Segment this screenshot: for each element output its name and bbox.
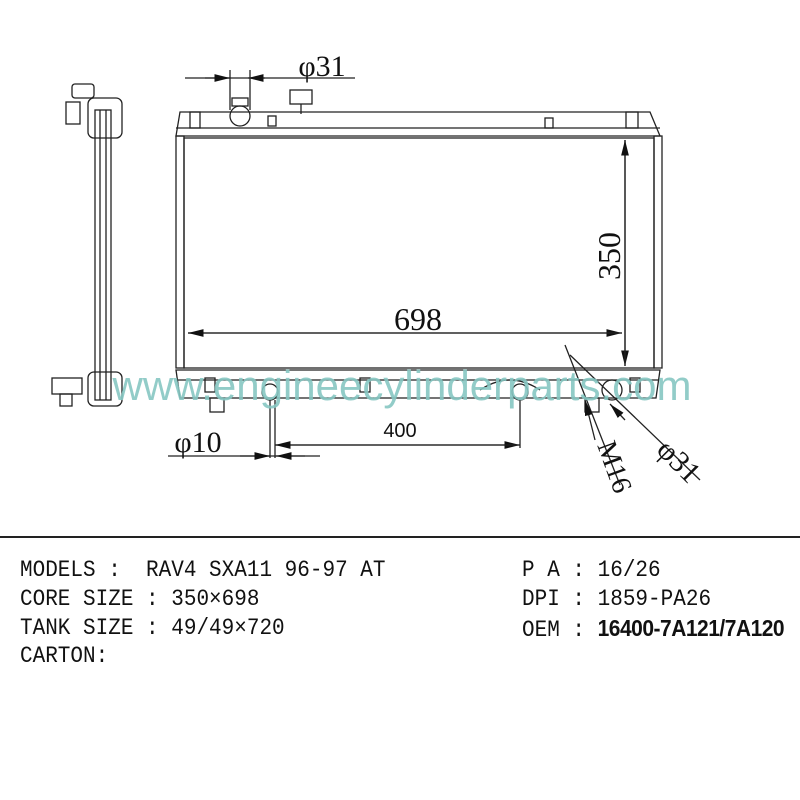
oem-value: 16400-7A121/7A120 bbox=[597, 616, 785, 642]
pa-label: P A : bbox=[522, 558, 586, 584]
oem-row: OEM : 16400-7A121/7A120 bbox=[522, 616, 785, 644]
thread-dim-label: M16 bbox=[590, 437, 637, 497]
pa-value: 16/26 bbox=[597, 558, 661, 584]
models-value: RAV4 SXA11 96-97 AT bbox=[146, 558, 386, 584]
pa-row: P A : 16/26 bbox=[522, 558, 661, 584]
height-dim-label: 350 bbox=[591, 232, 627, 280]
span-dim-label: 400 bbox=[383, 420, 416, 442]
core-size-label: CORE SIZE : bbox=[20, 587, 159, 613]
tank-size-value: 49/49×720 bbox=[171, 616, 285, 642]
dpi-value: 1859-PA26 bbox=[597, 587, 712, 613]
width-dim-label: 698 bbox=[394, 301, 442, 337]
tank-size-label: TANK SIZE : bbox=[20, 616, 159, 642]
watermark: www.engineecylinderparts.com bbox=[112, 362, 692, 409]
carton-label: CARTON: bbox=[20, 644, 109, 670]
models-row: MODELS : RAV4 SXA11 96-97 AT bbox=[20, 558, 386, 584]
tank-size-row: TANK SIZE : 49/49×720 bbox=[20, 616, 285, 642]
bottom-outlet-dim-label: φ31 bbox=[650, 433, 707, 490]
side-view bbox=[51, 83, 123, 407]
dpi-row: DPI : 1859-PA26 bbox=[522, 587, 711, 613]
top-inlet-dim-label: φ31 bbox=[298, 50, 345, 83]
radiator-drawing: 698 350 φ31 φ10 400 M16 φ31 www.engineec… bbox=[51, 50, 707, 497]
oem-label: OEM : bbox=[522, 618, 586, 644]
drain-dim-label: φ10 bbox=[174, 426, 221, 459]
core-size-value: 350×698 bbox=[171, 587, 260, 613]
dpi-label: DPI : bbox=[522, 587, 586, 613]
core-size-row: CORE SIZE : 350×698 bbox=[20, 587, 259, 613]
models-label: MODELS : bbox=[20, 558, 121, 584]
divider bbox=[0, 536, 800, 538]
